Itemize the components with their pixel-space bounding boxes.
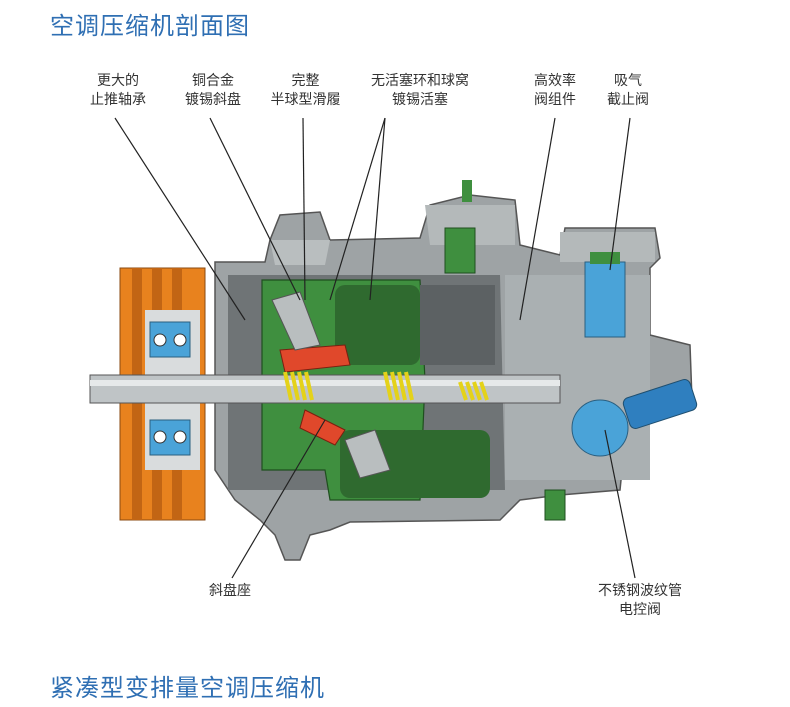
page-title: 空调压缩机剖面图 <box>50 12 250 40</box>
label-swashplate: 铜合金 镀锡斜盘 <box>185 73 241 108</box>
label-thrust-bearing: 更大的 止推轴承 <box>90 73 146 108</box>
swashplate <box>271 291 391 479</box>
label-slipper: 完整 半球型滑履 <box>270 73 341 108</box>
label-control-valve: 不锈钢波纹管 电控阀 <box>598 583 682 618</box>
leader-lines <box>114 117 636 579</box>
suction-cutoff-valve <box>584 252 626 338</box>
springs <box>283 371 489 401</box>
control-valve <box>571 379 698 457</box>
label-piston: 无活塞环和球窝 镀锡活塞 <box>371 73 469 108</box>
drive-shaft <box>89 374 561 404</box>
label-suction-valve: 吸气 截止阀 <box>607 73 649 108</box>
top-fitting <box>444 180 566 521</box>
label-swashplate-seat: 斜盘座 <box>209 583 251 599</box>
label-valve-assembly: 高效率 阀组件 <box>534 73 576 108</box>
page-subtitle: 紧凑型变排量空调压缩机 <box>50 674 325 702</box>
